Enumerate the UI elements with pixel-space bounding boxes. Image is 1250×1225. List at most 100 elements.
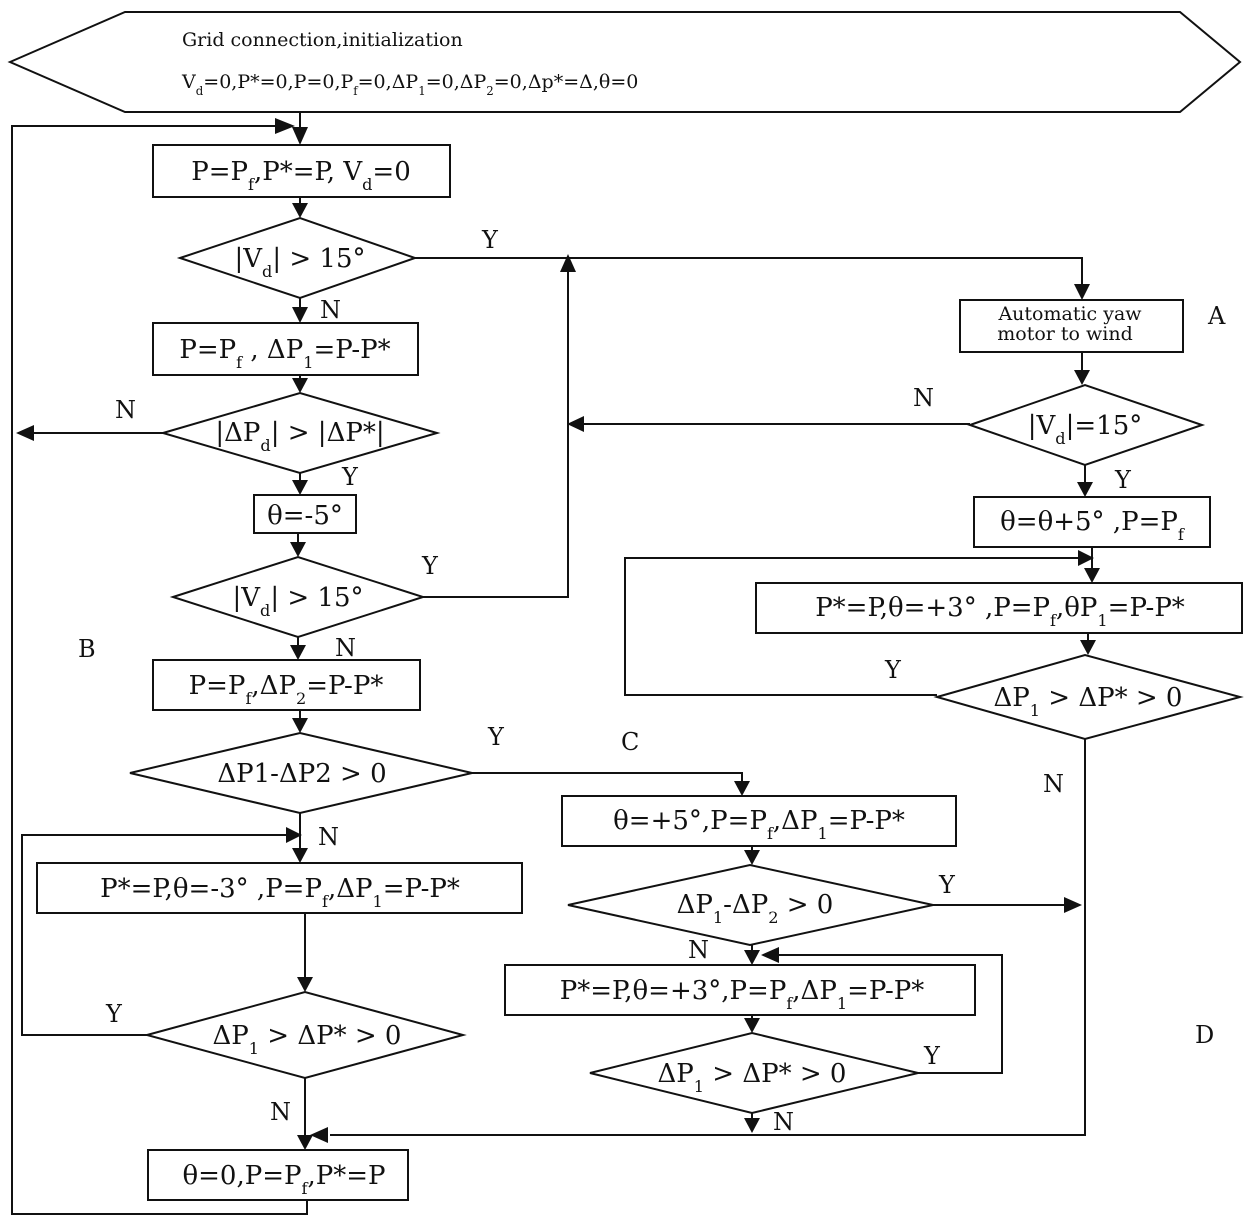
- left-box-5-text: P*=P,θ=-3° ,P=Pf,ΔP1=P-P*: [100, 874, 460, 911]
- label-dec5-no: N: [270, 1098, 291, 1126]
- left-box-4-text: P=Pf,ΔP2=P-P*: [189, 671, 384, 708]
- arrow-mid-dec1-no: [744, 950, 760, 965]
- formula-text: =0: [372, 157, 410, 187]
- arrow-mid-dec2-no: [744, 1118, 760, 1133]
- label-dec2-no: N: [115, 396, 136, 424]
- arrow-box5-to-dec5: [297, 977, 313, 992]
- label-dec4-yes: Y: [487, 723, 505, 751]
- arrow-right-loop: [1078, 550, 1094, 566]
- left-box-2-text: P=Pf , ΔP1=P-P*: [179, 335, 390, 372]
- formula-subscript: d: [196, 84, 204, 98]
- formula-subscript: f: [245, 689, 252, 708]
- label-dec2-yes: Y: [341, 463, 359, 491]
- formula-subscript: f: [322, 892, 329, 911]
- formula-subscript: 1: [372, 892, 382, 911]
- label-mid-dec2-yes: Y: [923, 1042, 941, 1070]
- formula-subscript: d: [260, 601, 270, 620]
- arrow-dec4-yes: [734, 781, 750, 796]
- connectors: [11, 112, 1093, 1215]
- formula-text: |=15°: [1066, 411, 1143, 441]
- label-right-dec2-no: N: [1043, 770, 1064, 798]
- left-decision-1-text: |Vd| > 15°: [234, 244, 365, 281]
- arrow-box3-to-dec3: [290, 542, 306, 557]
- left-box-3: [253, 494, 357, 534]
- arrow-mid-loop: [761, 947, 779, 963]
- formula-subscript: 1: [249, 1039, 259, 1058]
- arrow-box2-to-dec2: [292, 378, 308, 393]
- formula-text: =P-P*: [847, 976, 924, 1006]
- formula-text: ,P*=P: [307, 1161, 385, 1191]
- formula-text: =P-P*: [828, 806, 905, 836]
- arrow-dec1-yes: [1074, 284, 1090, 300]
- right-decision-1-text: |Vd|=15°: [1028, 411, 1143, 448]
- formula-text: ,ΔP: [792, 976, 837, 1006]
- right-decision-2-text: ΔP1 > ΔP* > 0: [994, 683, 1183, 720]
- formula-text: ,ΔP: [328, 874, 373, 904]
- left-box-2: [152, 322, 419, 376]
- right-decision-1: [966, 383, 1206, 467]
- formula-text: =0,ΔP: [426, 71, 487, 93]
- formula-text: ,θP: [1056, 593, 1097, 623]
- left-decision-3-text: |Vd| > 15°: [232, 583, 363, 620]
- formula-subscript: 1: [713, 908, 723, 927]
- formula-subscript: f: [1050, 611, 1057, 630]
- formula-subscript: 2: [296, 689, 306, 708]
- formula-text: > ΔP* > 0: [704, 1059, 846, 1089]
- left-box-4: [152, 659, 421, 711]
- line-dec1-yes: [415, 257, 1083, 288]
- formula-text: |V: [232, 583, 261, 613]
- start-title: Grid connection,initialization: [182, 29, 463, 51]
- formula-text: P=P: [179, 335, 236, 365]
- right-box-1: [973, 496, 1211, 548]
- section-label-b: B: [78, 635, 96, 663]
- arrow-box4-to-dec4: [292, 718, 308, 733]
- yaw-box: [959, 299, 1184, 353]
- formula-subscript: f: [302, 1179, 309, 1198]
- arrow-dec2-yes: [292, 480, 308, 495]
- formula-text: =P-P*: [383, 874, 460, 904]
- arrow-mid-box1-to-dec1: [744, 850, 760, 865]
- formula-subscript: 2: [768, 908, 778, 927]
- formula-subscript: d: [362, 175, 372, 194]
- formula-text: θ=+5°,P=P: [613, 806, 767, 836]
- arrow-dec2-no: [16, 425, 34, 441]
- formula-text: =P-P*: [1108, 593, 1185, 623]
- formula-subscript: 1: [694, 1077, 704, 1096]
- middle-decision-1-text: ΔP1-ΔP2 > 0: [677, 890, 834, 927]
- section-label-d: D: [1195, 1021, 1214, 1049]
- label-dec1-no: N: [320, 296, 341, 324]
- right-box-1-text: θ=θ+5° ,P=Pf: [1000, 507, 1185, 544]
- formula-subscript: f: [786, 994, 793, 1013]
- formula-subscript: f: [767, 824, 774, 843]
- line-mid-loop: [775, 954, 1003, 1074]
- label-right-dec2-yes: Y: [884, 656, 902, 684]
- formula-text: ,ΔP: [251, 671, 296, 701]
- line-right-loop: [624, 557, 1082, 696]
- start-init: Vd=0,P*=0,P=0,Pf=0,ΔP1=0,ΔP2=0,Δp*=Δ,θ=0: [181, 71, 638, 98]
- formula-subscript: f: [353, 84, 359, 98]
- line-left-loop: [21, 834, 290, 1036]
- formula-text: V: [181, 71, 196, 93]
- start-hexagon: [7, 11, 1242, 113]
- label-dec5-yes: Y: [105, 1000, 123, 1028]
- label-dec3-yes: Y: [421, 552, 439, 580]
- formula-subscript: f: [1178, 525, 1185, 544]
- arrow-right-box1-to-box2: [1084, 568, 1100, 583]
- formula-text: P*=P,θ=+3° ,P=P: [815, 593, 1050, 623]
- arrow-dec1-no: [292, 307, 308, 323]
- formula-text: P*=P,θ=-3° ,P=P: [100, 874, 322, 904]
- formula-text: P*=P,θ=+3°,P=P: [560, 976, 787, 1006]
- formula-text: =0,Δp*=Δ,θ=0: [494, 71, 639, 93]
- formula-text: ΔP: [213, 1021, 249, 1051]
- formula-subscript: 1: [817, 824, 827, 843]
- formula-subscript: d: [260, 436, 270, 455]
- formula-text: P=P: [189, 671, 246, 701]
- formula-text: =P-P*: [306, 671, 383, 701]
- arrowheads: [16, 118, 1100, 1150]
- formula-text: ,ΔP: [773, 806, 818, 836]
- middle-box-2: [504, 964, 976, 1016]
- section-label-c: C: [621, 728, 639, 756]
- arrow-start-to-box1: [292, 127, 308, 145]
- formula-subscript: f: [248, 175, 255, 194]
